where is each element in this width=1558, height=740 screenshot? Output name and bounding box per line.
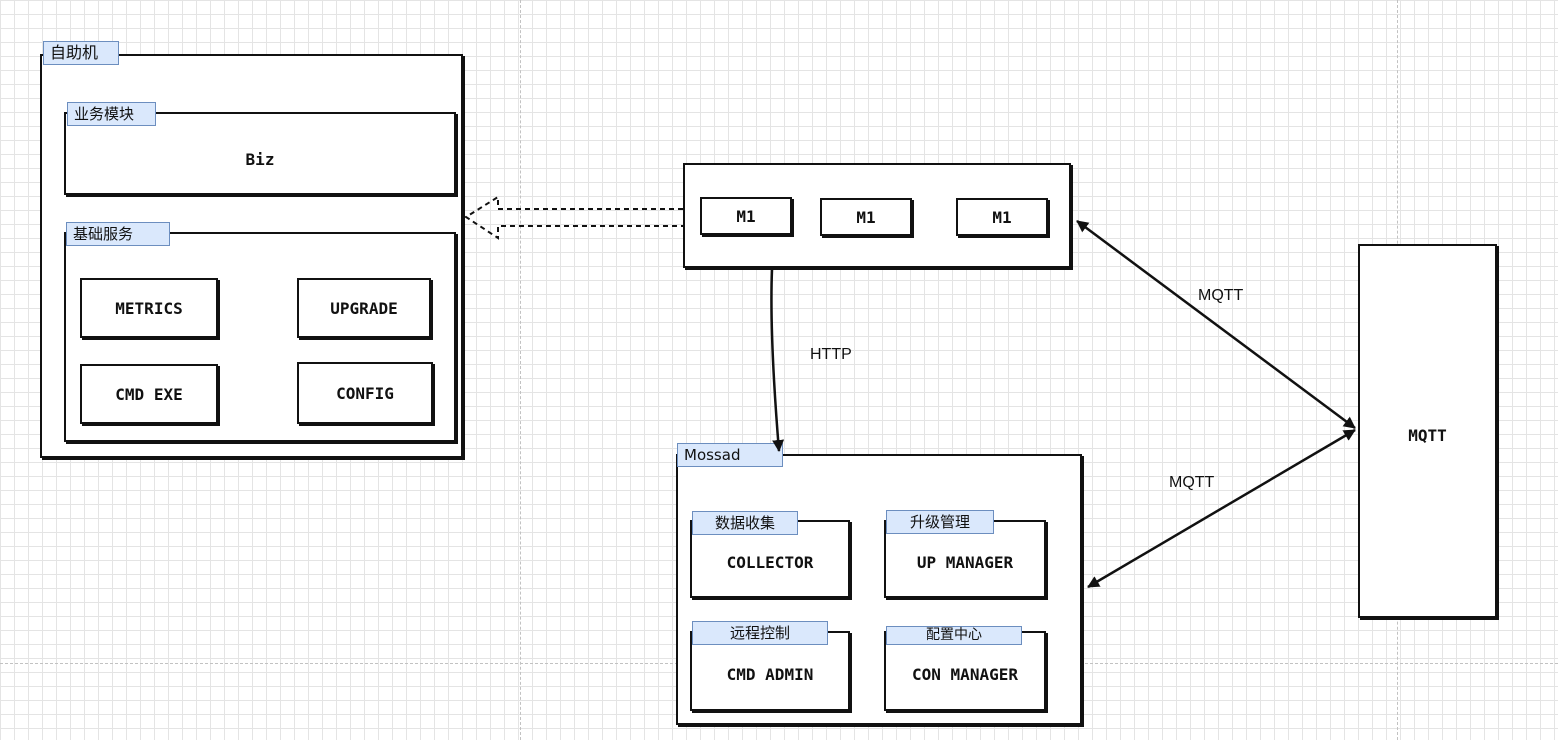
mqtt-arrow-top	[1076, 219, 1356, 430]
m1-label: M1	[736, 206, 756, 226]
guide-line-vertical	[520, 0, 521, 740]
kiosk-title: 自助机	[43, 41, 119, 65]
biz-section-title: 业务模块	[67, 102, 156, 126]
base-services-section[interactable]	[64, 232, 456, 442]
mqtt-arrow-bottom	[1087, 428, 1356, 589]
collector-label: COLLECTOR	[726, 552, 814, 572]
con-manager-label: CON MANAGER	[912, 664, 1018, 684]
metrics-module[interactable]	[80, 278, 218, 338]
m1-module[interactable]	[820, 198, 912, 236]
cmd-admin-label: CMD ADMIN	[726, 664, 814, 684]
m1-module[interactable]	[700, 197, 792, 235]
metrics-label: METRICS	[115, 298, 183, 318]
upgrade-label: UPGRADE	[330, 298, 398, 318]
deploy-arrow	[464, 195, 683, 240]
base-services-title: 基础服务	[66, 222, 170, 246]
cmd-exe-module[interactable]	[80, 364, 218, 424]
m1-label: M1	[992, 207, 1012, 227]
con-manager-tag: 配置中心	[886, 626, 1022, 645]
mqtt-broker-label: MQTT	[1408, 425, 1447, 445]
http-arrow	[770, 269, 785, 452]
mqtt-top-label: MQTT	[1198, 287, 1244, 304]
up-manager-label: UP MANAGER	[916, 552, 1014, 572]
mqtt-broker[interactable]	[1358, 244, 1497, 618]
up-manager-tag: 升级管理	[886, 510, 994, 534]
mqtt-bottom-label: MQTT	[1169, 474, 1215, 491]
m1-module[interactable]	[956, 198, 1048, 236]
config-module[interactable]	[297, 362, 433, 424]
cmd-exe-label: CMD EXE	[115, 384, 183, 404]
cmd-admin-tag: 远程控制	[692, 621, 828, 645]
config-label: CONFIG	[336, 383, 394, 403]
upgrade-module[interactable]	[297, 278, 431, 338]
mossad-title: Mossad	[677, 443, 783, 467]
biz-label: Biz	[245, 149, 275, 169]
http-label: HTTP	[810, 346, 852, 363]
collector-tag: 数据收集	[692, 511, 798, 535]
m1-label: M1	[856, 207, 876, 227]
